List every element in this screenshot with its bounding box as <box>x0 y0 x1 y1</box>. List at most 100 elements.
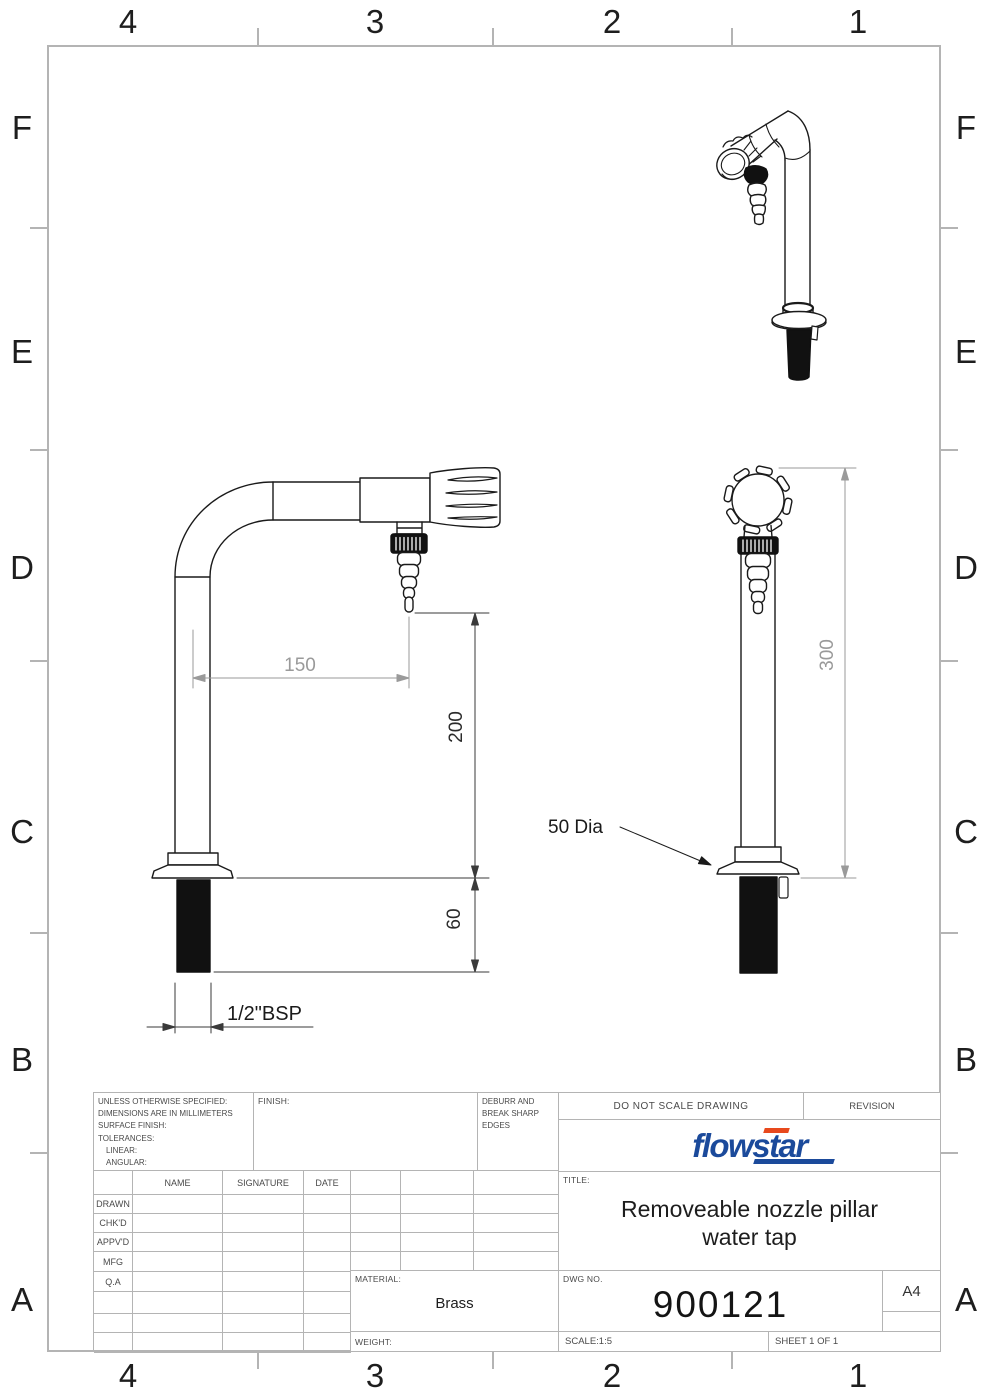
empty-cell <box>133 1292 223 1314</box>
empty-cell <box>133 1214 223 1233</box>
empty-cell <box>223 1333 304 1353</box>
flowstar-logo: flowstar <box>559 1120 940 1171</box>
dim-60-label: 60 <box>444 908 465 929</box>
tap-knob-front <box>723 465 793 535</box>
revision-cell: REVISION <box>803 1092 941 1120</box>
dwg-label: DWG NO. <box>563 1274 603 1284</box>
empty-cell <box>351 1171 401 1195</box>
grid-tick <box>30 932 47 934</box>
dimension-200 <box>236 612 490 879</box>
spec-line: ANGULAR: <box>106 1158 147 1168</box>
signature-header: SIGNATURE <box>223 1171 304 1195</box>
empty-cell <box>401 1195 474 1214</box>
sheet-cell: SHEET 1 OF 1 <box>768 1331 941 1352</box>
spec-note: UNLESS OTHERWISE SPECIFIED: DIMENSIONS A… <box>93 1092 254 1171</box>
empty-cell <box>304 1292 351 1314</box>
empty-cell <box>474 1171 559 1195</box>
empty-cell <box>133 1233 223 1252</box>
grid-col-label: 1 <box>848 1357 868 1394</box>
grid-col-label: 2 <box>602 3 622 40</box>
material-value: Brass <box>435 1295 474 1312</box>
empty-cell <box>401 1171 474 1195</box>
empty-cell <box>401 1214 474 1233</box>
empty-cell <box>94 1171 133 1195</box>
grid-col-label: 1 <box>848 3 868 40</box>
empty-cell <box>94 1314 133 1333</box>
grid-row-label: D <box>10 549 34 586</box>
grid-row-label: C <box>954 813 978 850</box>
title-block: UNLESS OTHERWISE SPECIFIED: DIMENSIONS A… <box>93 1092 941 1353</box>
dwg-number: 900121 <box>652 1284 789 1325</box>
grid-row-label: C <box>10 813 34 850</box>
grid-tick <box>30 660 47 662</box>
paper-size: A4 <box>902 1282 921 1300</box>
grid-col-label: 2 <box>602 1357 622 1394</box>
grid-row-label: E <box>954 333 977 370</box>
grid-row-label: F <box>955 109 977 146</box>
grid-tick <box>731 28 733 45</box>
spec-line: UNLESS OTHERWISE SPECIFIED: <box>98 1097 228 1106</box>
empty-cell <box>351 1214 401 1233</box>
scale-text: SCALE:1:5 <box>565 1336 612 1347</box>
empty-cell <box>304 1272 351 1292</box>
logo-red-bar <box>762 1128 790 1133</box>
front-view <box>716 465 800 974</box>
empty-cell <box>474 1233 559 1252</box>
empty-cell <box>133 1333 223 1353</box>
grid-tick <box>731 1352 733 1369</box>
empty-cell <box>94 1333 133 1353</box>
spec-line: DIMENSIONS ARE IN MILLIMETERS <box>98 1109 233 1119</box>
weight-label: WEIGHT: <box>355 1336 392 1347</box>
do-not-scale-cell: DO NOT SCALE DRAWING <box>558 1092 804 1120</box>
material-label: MATERIAL: <box>355 1274 402 1284</box>
grid-tick <box>941 1152 958 1154</box>
empty-cell <box>133 1252 223 1272</box>
logo-text: flowstar <box>692 1126 808 1164</box>
material-cell: MATERIAL: Brass <box>350 1270 559 1332</box>
empty-cell <box>304 1214 351 1233</box>
empty-cell <box>351 1195 401 1214</box>
empty-cell <box>304 1314 351 1333</box>
spec-line: LINEAR: <box>106 1145 138 1155</box>
empty-cell <box>474 1195 559 1214</box>
finish-cell: FINISH: <box>253 1092 478 1171</box>
spec-line: SURFACE FINISH: <box>98 1121 167 1131</box>
drawing-title-line1: Removeable nozzle pillar <box>621 1196 878 1222</box>
title-cell: TITLE: Removeable nozzle pillar water ta… <box>558 1171 941 1271</box>
drawing-title-line2: water tap <box>702 1223 797 1250</box>
finish-label: FINISH: <box>258 1096 290 1106</box>
grid-tick <box>941 449 958 451</box>
empty-cell <box>133 1314 223 1333</box>
dimension-60 <box>213 877 490 973</box>
grid-col-label: 4 <box>118 1357 138 1394</box>
grid-row-label: E <box>10 333 33 370</box>
spec-line: TOLERANCES: <box>98 1133 155 1143</box>
empty-cell <box>223 1214 304 1233</box>
empty-cell <box>401 1233 474 1252</box>
grid-col-label: 3 <box>365 1357 385 1394</box>
grid-tick <box>492 1352 494 1369</box>
dim-50dia-label: 50 Dia <box>548 817 603 838</box>
grid-tick <box>30 227 47 229</box>
grid-tick <box>492 28 494 45</box>
row-label-mfg: MFG <box>94 1252 133 1272</box>
do-not-scale-text: DO NOT SCALE DRAWING <box>613 1100 749 1112</box>
row-label-qa: Q.A <box>94 1272 133 1292</box>
empty-cell <box>133 1195 223 1214</box>
grid-row-label: B <box>10 1041 33 1078</box>
empty-cell <box>304 1333 351 1353</box>
dim-bsp-label: 1/2"BSP <box>227 1003 302 1025</box>
dim-150-label: 150 <box>284 655 316 676</box>
empty-cell <box>474 1214 559 1233</box>
logo-cell: flowstar <box>558 1119 941 1172</box>
leader-50dia <box>619 826 712 866</box>
empty-cell <box>133 1272 223 1292</box>
grid-row-label: A <box>954 1281 977 1318</box>
title-label: TITLE: <box>563 1175 590 1185</box>
dim-300-label: 300 <box>817 639 838 671</box>
grid-tick <box>257 28 259 45</box>
grid-tick <box>30 449 47 451</box>
empty-cell <box>882 1311 941 1332</box>
